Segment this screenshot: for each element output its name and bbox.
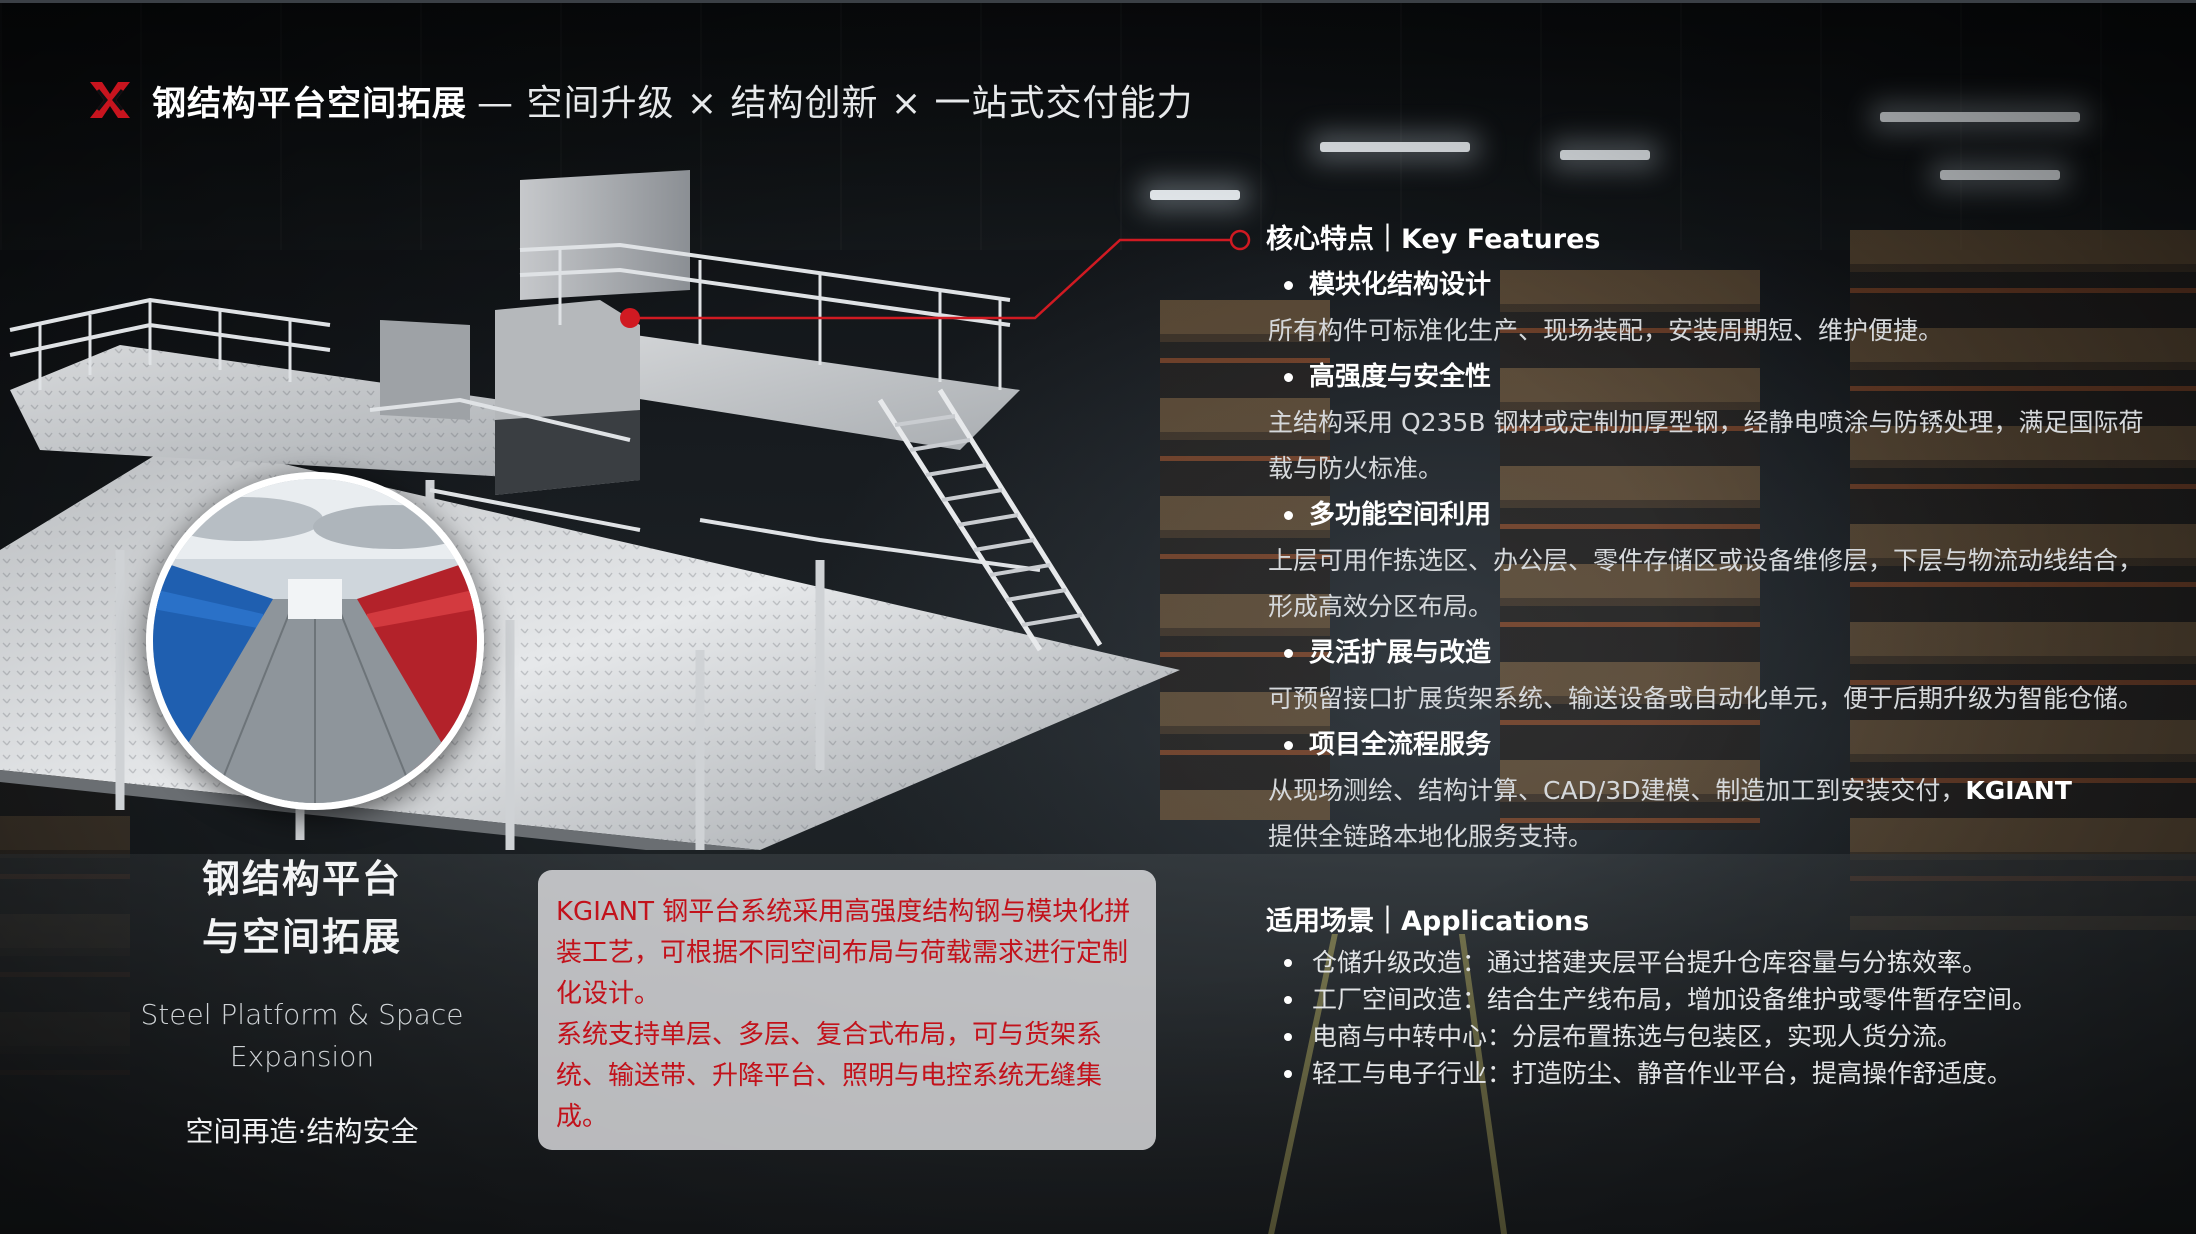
bullet-dot-icon: [1284, 740, 1293, 750]
walkway-photo-inset: [146, 472, 484, 810]
bullet-dot-icon: [1284, 372, 1293, 382]
feature-item-title: 项目全流程服务: [1284, 722, 2146, 768]
left-subtitle-en: Steel Platform & Space Expansion: [100, 994, 504, 1078]
bullet-dot-icon: [1284, 958, 1292, 967]
left-tagline: 空间再造·结构安全: [185, 1115, 419, 1148]
page-title: 钢结构平台空间拓展: [152, 83, 467, 124]
key-features-panel: 核心特点｜Key Features 模块化结构设计 所有构件可标准化生产、现场装…: [1226, 218, 2146, 1092]
left-subtitle-en-line1: Steel Platform & Space: [140, 998, 464, 1031]
bullet-dot-icon: [1284, 280, 1293, 290]
application-item: 仓储升级改造：通过搭建夹层平台提升仓库容量与分拣效率。: [1284, 944, 2146, 981]
left-title-line1: 钢结构平台: [201, 857, 402, 901]
application-item: 电商与中转中心：分层布置拣选与包装区，实现人货分流。: [1284, 1018, 2146, 1055]
feature-item-desc: 所有构件可标准化生产、现场装配，安装周期短、维护便捷。: [1268, 316, 1944, 345]
page-subtitle: — 空间升级 × 结构创新 × 一站式交付能力: [477, 83, 1194, 124]
info-paragraph-1: KGIANT 钢平台系统采用高强度结构钢与模块化拼装工艺，可根据不同空间布局与荷…: [556, 897, 1131, 1009]
key-features-title: 核心特点｜Key Features: [1266, 224, 1601, 255]
feature-item-desc: 上层可用作拣选区、办公层、零件存储区或设备维修层，下层与物流动线结合，形成高效分…: [1268, 546, 2144, 621]
left-title-line2: 与空间拓展: [201, 915, 402, 959]
feature-item-title: 多功能空间利用: [1284, 492, 2146, 538]
feature-item-desc: 主结构采用 Q235B 钢材或定制加厚型钢，经静电喷涂与防锈处理，满足国际荷载与…: [1268, 408, 2144, 483]
left-title-block: 钢结构平台 与空间拓展 Steel Platform & Space Expan…: [100, 850, 504, 1152]
bullet-dot-icon: [1284, 995, 1292, 1004]
application-item: 轻工与电子行业：打造防尘、静音作业平台，提高操作舒适度。: [1284, 1055, 2146, 1092]
feature-item-desc: 可预留接口扩展货架系统、输送设备或自动化单元，便于后期升级为智能仓储。: [1268, 684, 2144, 713]
info-paragraph-2: 系统支持单层、多层、复合式布局，可与货架系统、输送带、升降平台、照明与电控系统无…: [556, 1020, 1103, 1132]
walkway-photo: [153, 479, 477, 803]
bullet-dot-icon: [1284, 1069, 1292, 1078]
applications-title: 适用场景｜Applications: [1266, 906, 1590, 937]
left-subtitle-en-line2: Expansion: [229, 1040, 375, 1073]
brand-name: KGIANT: [1965, 776, 2072, 805]
application-item: 工厂空间改造：结合生产线布局，增加设备维护或零件暂存空间。: [1284, 981, 2146, 1018]
bullet-dot-icon: [1284, 1032, 1292, 1041]
feature-item-title: 高强度与安全性: [1284, 354, 2146, 400]
top-divider-line: [0, 0, 2196, 3]
feature-item-title: 模块化结构设计: [1284, 262, 2146, 308]
bullet-dot-icon: [1284, 648, 1293, 658]
feature-item-title: 灵活扩展与改造: [1284, 630, 2146, 676]
system-info-box: KGIANT 钢平台系统采用高强度结构钢与模块化拼装工艺，可根据不同空间布局与荷…: [538, 870, 1156, 1150]
steel-platform-render: [0, 170, 1180, 850]
kgiant-logo-icon: [90, 82, 130, 118]
bullet-dot-icon: [1284, 510, 1293, 520]
page-header: 钢结构平台空间拓展 — 空间升级 × 结构创新 × 一站式交付能力: [86, 72, 1194, 128]
